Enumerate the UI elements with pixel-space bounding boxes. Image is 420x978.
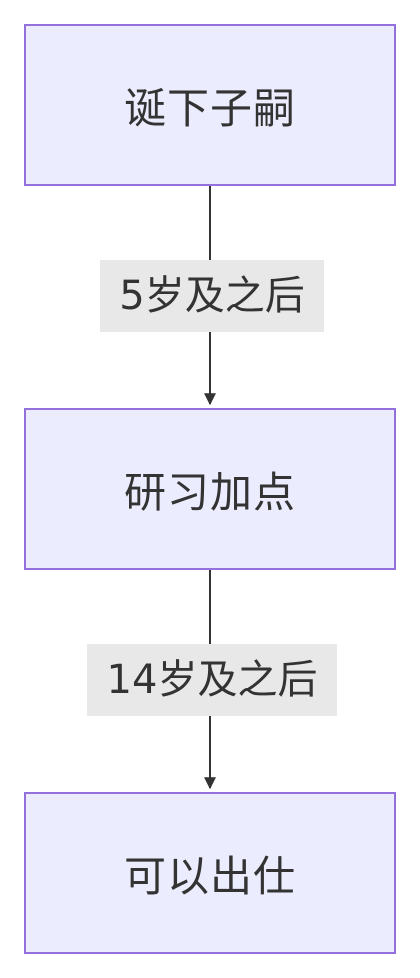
node-birth: 诞下子嗣 [24, 24, 396, 186]
node-label: 研习加点 [123, 467, 296, 517]
node-label: 诞下子嗣 [123, 83, 296, 133]
node-label: 可以出仕 [123, 851, 296, 901]
edge-label-1: 5岁及之后 [100, 260, 324, 332]
edge-label-2: 14岁及之后 [87, 644, 337, 716]
node-study: 研习加点 [24, 408, 396, 570]
node-office: 可以出仕 [24, 792, 396, 954]
